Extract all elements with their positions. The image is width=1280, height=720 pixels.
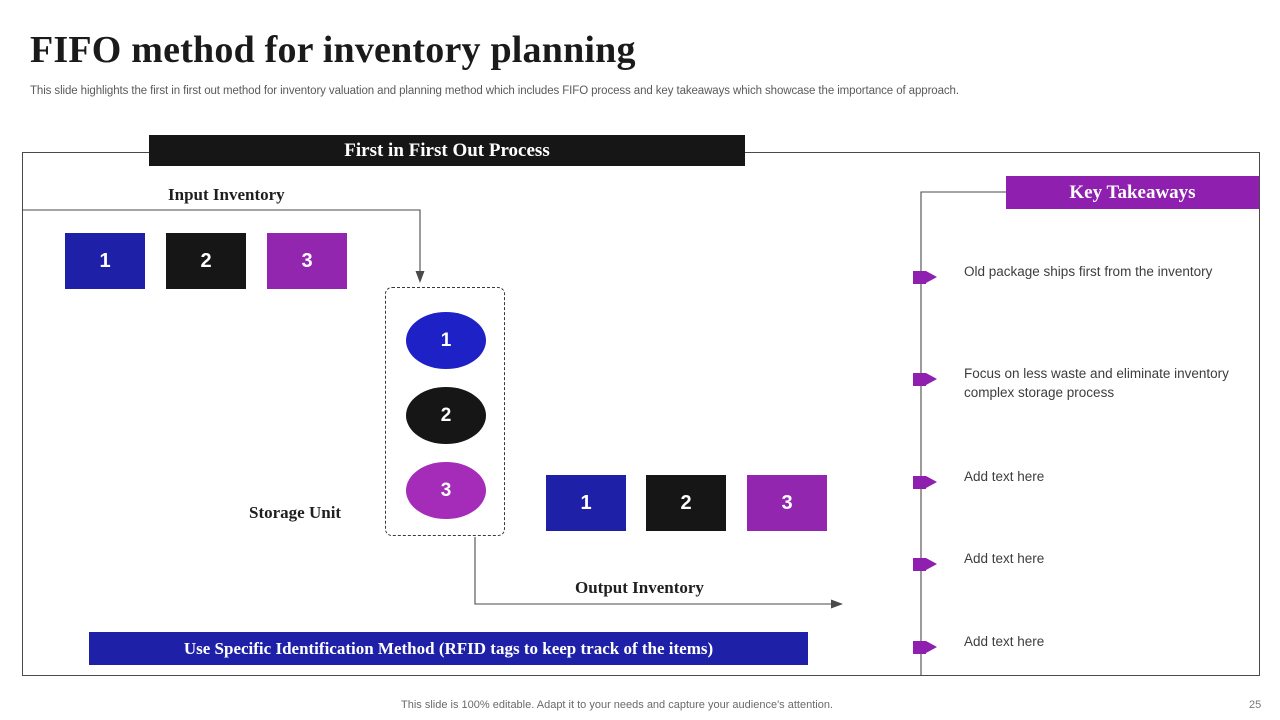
input-inventory-label: Input Inventory [168,185,285,204]
storage-unit-label: Storage Unit [249,503,342,522]
key-takeaway-text: Add text here [964,551,1045,566]
method-banner: Use Specific Identification Method (RFID… [89,632,808,665]
input-box-2[interactable]: 2 [166,233,246,289]
key-takeaway-text: Old package ships first from the invento… [964,264,1213,279]
bullet-arrow-icon [913,476,938,489]
key-takeaways-banner-label: Key Takeaways [1069,181,1196,203]
key-takeaway-text: Add text here [964,469,1045,484]
key-takeaway-text: Add text here [964,634,1045,649]
input-box-3[interactable]: 3 [267,233,347,289]
output-box-3-label: 3 [781,491,793,514]
storage-pill-1[interactable]: 1 [406,312,486,369]
page-title: FIFO method for inventory planning [30,29,636,71]
input-box-2-label: 2 [200,249,212,272]
input-box-3-label: 3 [301,249,313,272]
input-box-1[interactable]: 1 [65,233,145,289]
bullet-arrow-icon [913,558,938,571]
page-subtitle: This slide highlights the first in first… [30,85,959,97]
storage-unit-container: 1 2 3 [385,287,505,536]
bullet-arrow-icon [913,373,938,386]
output-box-2[interactable]: 2 [646,475,726,531]
storage-pill-1-label: 1 [440,329,452,351]
output-box-1[interactable]: 1 [546,475,626,531]
bullet-arrow-icon [913,271,938,284]
output-box-2-label: 2 [680,491,692,514]
key-takeaways-banner: Key Takeaways [1006,176,1259,209]
storage-pill-2[interactable]: 2 [406,387,486,444]
storage-pill-3[interactable]: 3 [406,462,486,519]
storage-pill-2-label: 2 [440,404,452,426]
footer-note: This slide is 100% editable. Adapt it to… [401,699,833,711]
key-takeaway-text: Focus on less waste and eliminate invent… [964,366,1229,400]
output-box-1-label: 1 [580,491,592,514]
storage-pill-3-label: 3 [440,479,452,501]
input-box-1-label: 1 [99,249,111,272]
method-banner-label: Use Specific Identification Method (RFID… [183,638,714,658]
page-number: 25 [1249,699,1262,711]
output-inventory-label: Output Inventory [575,578,704,597]
output-box-3[interactable]: 3 [747,475,827,531]
bullet-arrow-icon [913,641,938,654]
process-banner: First in First Out Process [149,135,745,166]
process-banner-label: First in First Out Process [344,139,550,161]
